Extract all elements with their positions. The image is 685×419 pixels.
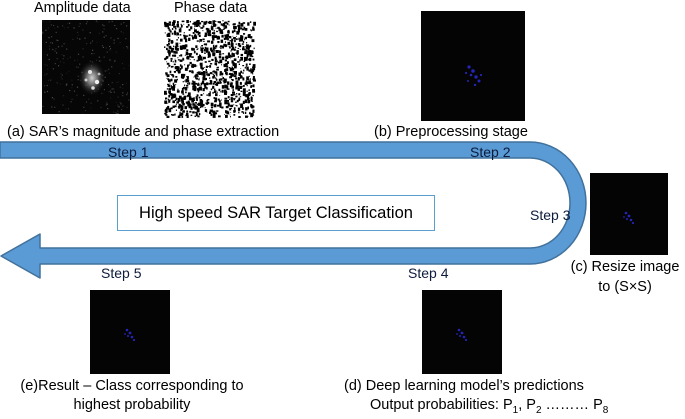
step-3-label: Step 3 xyxy=(530,207,570,223)
prediction-image xyxy=(422,290,502,374)
caption-b: (b) Preprocessing stage xyxy=(374,124,528,141)
step-4-label: Step 4 xyxy=(408,265,448,281)
phase-image xyxy=(164,20,256,118)
amplitude-data-label: Amplitude data xyxy=(34,0,131,17)
output-probabilities-prefix: Output probabilities: P xyxy=(370,397,513,413)
resized-image xyxy=(590,173,668,255)
caption-c-line1: (c) Resize image xyxy=(566,259,684,276)
step-1-label: Step 1 xyxy=(108,144,148,160)
phase-data-label: Phase data xyxy=(174,0,247,17)
caption-e-line1: (e)Result – Class corresponding to xyxy=(8,378,256,395)
separator: , P xyxy=(518,397,536,413)
caption-a: (a) SAR’s magnitude and phase extraction xyxy=(7,124,279,141)
dots: ……… P xyxy=(542,397,603,413)
step-5-label: Step 5 xyxy=(101,265,141,281)
caption-e-line2: highest probability xyxy=(8,397,256,414)
amplitude-image xyxy=(42,20,130,114)
step-2-label: Step 2 xyxy=(470,144,510,160)
caption-d-line2: Output probabilities: P1, P2 ……… P8 xyxy=(370,397,608,419)
result-image xyxy=(90,290,170,374)
subscript-8: 8 xyxy=(603,405,609,416)
center-title: High speed SAR Target Classification xyxy=(139,204,413,223)
preprocessed-image xyxy=(421,11,525,121)
caption-d-line1: (d) Deep learning model’s predictions xyxy=(344,378,584,395)
center-title-box: High speed SAR Target Classification xyxy=(117,195,435,231)
caption-c-line2: to (S×S) xyxy=(566,279,684,296)
